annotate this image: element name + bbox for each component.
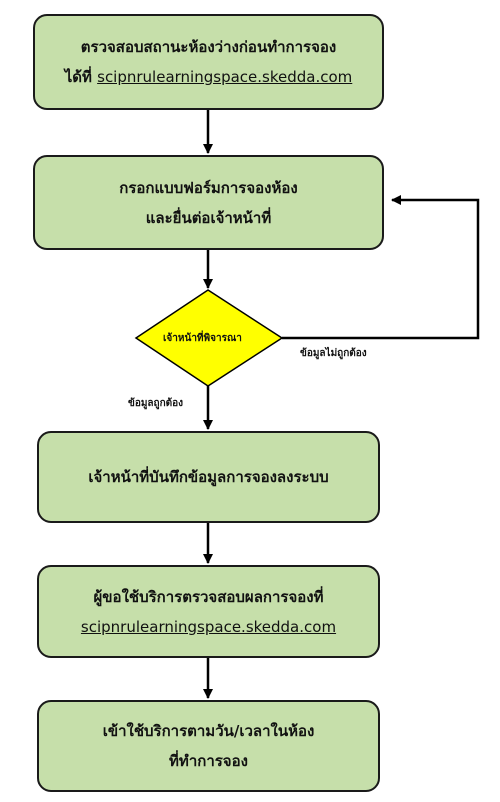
skedda-link-2[interactable]: scipnrulearningspace.skedda.com xyxy=(80,617,337,636)
branch-label-invalid: ข้อมูลไม่ถูกต้อง xyxy=(300,348,367,359)
branch-label-valid: ข้อมูลถูกต้อง xyxy=(128,398,184,409)
step-use-room-line2: ที่ทำการจอง xyxy=(169,752,248,770)
step-check-result: ผู้ขอใช้บริการตรวจสอบผลการจองที่ scipnru… xyxy=(37,565,380,658)
step-check-availability-line2: ได้ที่ scipnrulearningspace.skedda.com xyxy=(65,62,353,92)
step-check-availability-prefix: ได้ที่ xyxy=(64,68,98,86)
step-fill-form-line1: กรอกแบบฟอร์มการจองห้อง xyxy=(119,178,298,197)
step-fill-form-line2: และยื่นต่อเจ้าหน้าที่ xyxy=(145,208,272,227)
step-use-room-line1: เข้าใช้บริการตามวัน/เวลาในห้อง xyxy=(102,722,315,740)
step-record-booking: เจ้าหน้าที่บันทึกข้อมูลการจองลงระบบ xyxy=(37,431,380,523)
decision-label: เจ้าหน้าที่พิจารณา xyxy=(163,333,242,344)
arrow-decision-no-loop xyxy=(282,195,480,340)
step-check-result-line1: ผู้ขอใช้บริการตรวจสอบผลการจองที่ xyxy=(93,587,324,606)
skedda-link[interactable]: scipnrulearningspace.skedda.com xyxy=(97,68,353,86)
step-fill-form: กรอกแบบฟอร์มการจองห้อง และยื่นต่อเจ้าหน้… xyxy=(33,155,384,250)
step-record-booking-line1: เจ้าหน้าที่บันทึกข้อมูลการจองลงระบบ xyxy=(88,468,329,486)
step-check-availability: ตรวจสอบสถานะห้องว่างก่อนทำการจอง ได้ที่ … xyxy=(33,14,384,110)
step-use-room: เข้าใช้บริการตามวัน/เวลาในห้อง ที่ทำการจ… xyxy=(37,700,380,792)
step-check-availability-line1: ตรวจสอบสถานะห้องว่างก่อนทำการจอง xyxy=(80,38,337,56)
